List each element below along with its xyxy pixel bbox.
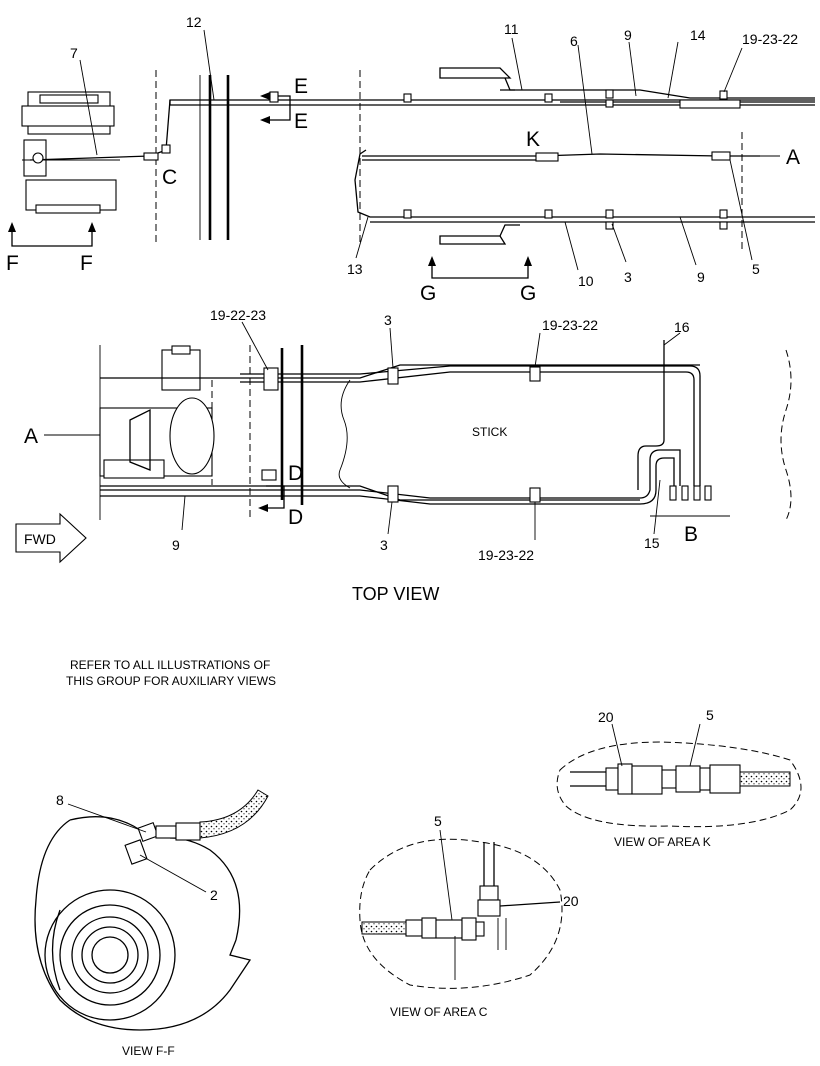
section-letter: G — [420, 282, 436, 305]
forward-direction-arrow: FWD — [15, 512, 87, 564]
section-marker-e — [260, 91, 291, 124]
callout-5: 5 — [706, 707, 714, 723]
callout-5: 5 — [434, 813, 442, 829]
callout-8: 8 — [56, 792, 64, 808]
callout-20: 20 — [598, 709, 614, 725]
callout-9: 9 — [697, 269, 705, 285]
callout-12: 12 — [186, 14, 202, 30]
section-letter: A — [786, 146, 800, 169]
callout-10: 10 — [578, 273, 594, 289]
reference-number: 19-23-22 — [542, 317, 598, 333]
callout-3: 3 — [380, 537, 388, 553]
callout-11: 11 — [504, 21, 519, 37]
view-ff: 8 2 VIEW F-F — [34, 789, 269, 1058]
top-view-title: TOP VIEW — [352, 584, 439, 604]
section-letter: C — [162, 166, 177, 189]
section-marker-f — [8, 222, 96, 247]
callout-16: 16 — [674, 319, 690, 335]
section-letter: F — [80, 252, 93, 275]
callout-13: 13 — [347, 261, 363, 277]
callout-20: 20 — [563, 893, 579, 909]
section-letter: F — [6, 252, 19, 275]
section-letter: D — [288, 462, 303, 485]
view-c-title: VIEW OF AREA C — [390, 1005, 488, 1019]
callout-2: 2 — [210, 887, 218, 903]
callout-15: 15 — [644, 535, 660, 551]
callout-3: 3 — [624, 269, 632, 285]
callout-9: 9 — [624, 27, 632, 43]
boom-pin-assembly — [21, 91, 120, 214]
section-letter: E — [294, 110, 308, 133]
stick-label: STICK — [472, 425, 507, 439]
note-line-1: REFER TO ALL ILLUSTRATIONS OF — [70, 658, 270, 672]
view-ff-title: VIEW F-F — [122, 1044, 175, 1058]
section-letter: G — [520, 282, 536, 305]
section-marker-g — [428, 256, 532, 279]
view-k-title: VIEW OF AREA K — [614, 835, 711, 849]
upper-detail-view: 7 12 11 6 9 14 19-23-22 13 10 3 9 5 E E … — [6, 14, 815, 305]
fwd-label: FWD — [24, 531, 56, 547]
reference-number: 19-22-23 — [210, 307, 266, 323]
callout-3: 3 — [384, 312, 392, 328]
section-letter: E — [294, 75, 308, 98]
callout-7: 7 — [70, 45, 78, 61]
reference-note: REFER TO ALL ILLUSTRATIONS OF THIS GROUP… — [66, 658, 276, 688]
callout-5: 5 — [752, 261, 760, 277]
reference-number: 19-23-22 — [742, 31, 798, 47]
view-area-c: 5 20 VIEW OF AREA C — [359, 813, 579, 1019]
callout-9: 9 — [172, 537, 180, 553]
view-area-k: 20 5 VIEW OF AREA K — [556, 707, 802, 849]
section-letter: K — [526, 128, 540, 151]
callout-14: 14 — [690, 27, 706, 43]
note-line-2: THIS GROUP FOR AUXILIARY VIEWS — [66, 674, 276, 688]
callout-6: 6 — [570, 33, 578, 49]
reference-number: 19-23-22 — [478, 547, 534, 563]
top-view: FWD 19-22-23 3 19-23-22 16 STICK 9 3 19-… — [15, 307, 792, 604]
section-letter: A — [24, 425, 38, 448]
section-letter: B — [684, 523, 698, 546]
section-letter: D — [288, 506, 303, 529]
